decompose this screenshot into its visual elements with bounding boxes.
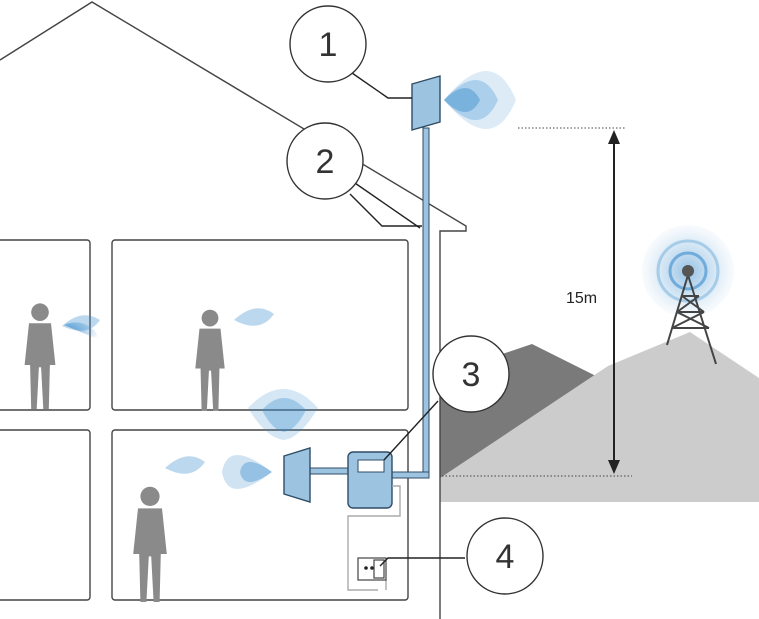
signal-wave-icon (222, 455, 272, 489)
signal-wave-icon (234, 308, 274, 326)
callouts: 1 2 3 4 (286, 5, 544, 595)
callout-2: 2 (286, 122, 364, 200)
antenna-icon (411, 75, 441, 131)
callout-number: 4 (496, 538, 515, 576)
power-supply (347, 485, 401, 591)
signal-wave-icon (444, 71, 516, 129)
signal-wave-icon (240, 462, 272, 482)
signal-wave-icon (62, 315, 100, 331)
roof-line (0, 1, 467, 619)
callout-3: 3 (432, 335, 510, 413)
room-bottom-right (111, 429, 409, 601)
signal-wave-icon (444, 80, 498, 120)
signal-wave-icon (444, 88, 480, 112)
room-top-left (0, 239, 91, 411)
signal-wave-icon (64, 322, 100, 340)
antenna-icon (283, 447, 311, 503)
person-icon (24, 303, 56, 409)
mountain-light (440, 332, 759, 502)
height-dimension: 15m (442, 127, 632, 477)
room-top-right (111, 239, 409, 411)
outdoor-antenna-waves (444, 71, 516, 129)
callout-number: 2 (316, 143, 335, 181)
people (24, 303, 225, 602)
person-icon (195, 309, 225, 411)
person-icon (133, 486, 167, 602)
cell-tower-icon (666, 274, 717, 365)
callout-1: 1 (289, 5, 367, 83)
signal-amplifier (347, 451, 393, 509)
callout-number: 1 (319, 26, 338, 64)
signal-wave-icon (262, 398, 306, 432)
callout-number: 3 (462, 356, 481, 394)
cell-tower (642, 225, 734, 365)
signal-wave-icon (248, 389, 318, 440)
power-socket-icon (357, 557, 387, 581)
house-outline (0, 1, 467, 619)
room-bottom-left (0, 429, 91, 601)
indoor-waves (62, 308, 318, 489)
height-label: 15m (566, 290, 597, 307)
signal-wave-icon (165, 456, 205, 474)
callout-4: 4 (466, 517, 544, 595)
callout-leaders (349, 72, 465, 567)
